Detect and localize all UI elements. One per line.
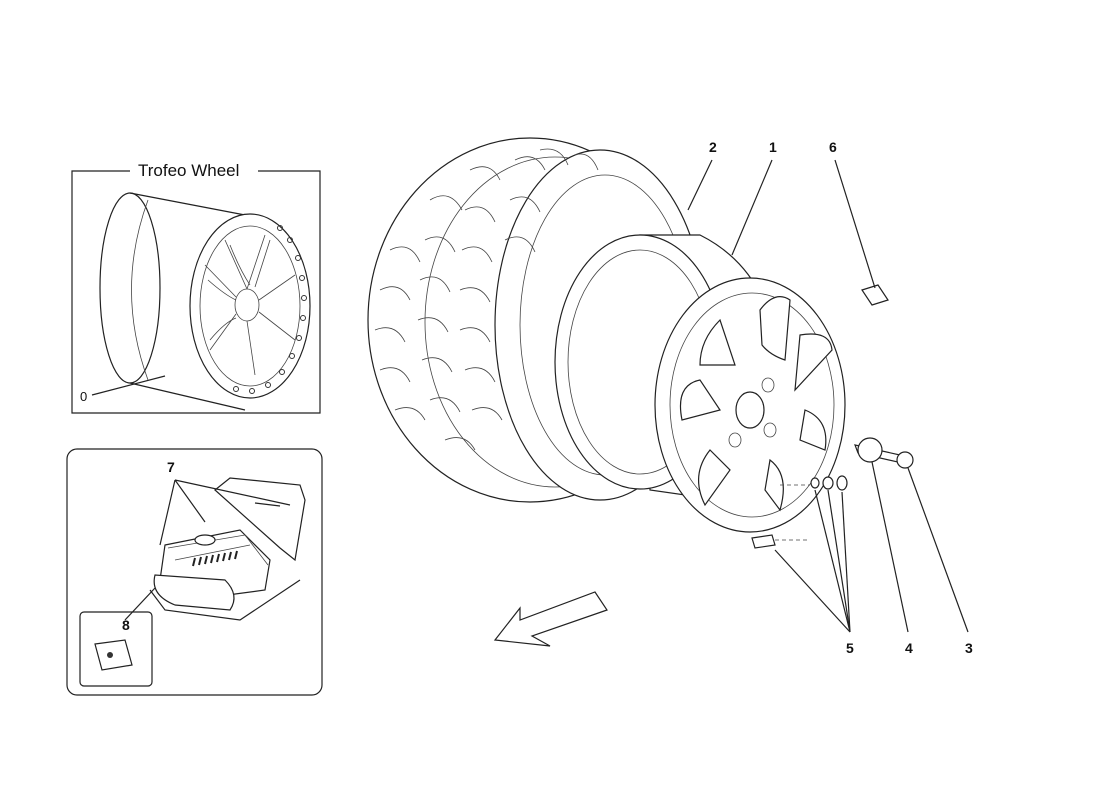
repair-kit-inset: [66, 448, 323, 696]
trofeo-wheel-title: Trofeo Wheel: [132, 161, 246, 181]
leader-lines: [687, 159, 969, 633]
callout-4: 4: [905, 640, 913, 656]
valve-part-5: [751, 534, 776, 549]
rim-bolts: [233, 225, 307, 394]
callout-7: 7: [167, 459, 175, 475]
callout-5: 5: [846, 640, 854, 656]
callout-2: 2: [709, 139, 717, 155]
rim: [554, 234, 846, 533]
callout-8: 8: [122, 617, 130, 633]
small-parts: [751, 284, 914, 549]
direction-arrow: [493, 591, 608, 647]
callout-3: 3: [965, 640, 973, 656]
callout-6: 6: [829, 139, 837, 155]
hub-cap-part-4: [857, 437, 883, 463]
trofeo-wheel-inset: [71, 170, 321, 414]
callout-1: 1: [769, 139, 777, 155]
badge-part-6: [861, 284, 889, 306]
callout-0: 0: [80, 389, 88, 404]
